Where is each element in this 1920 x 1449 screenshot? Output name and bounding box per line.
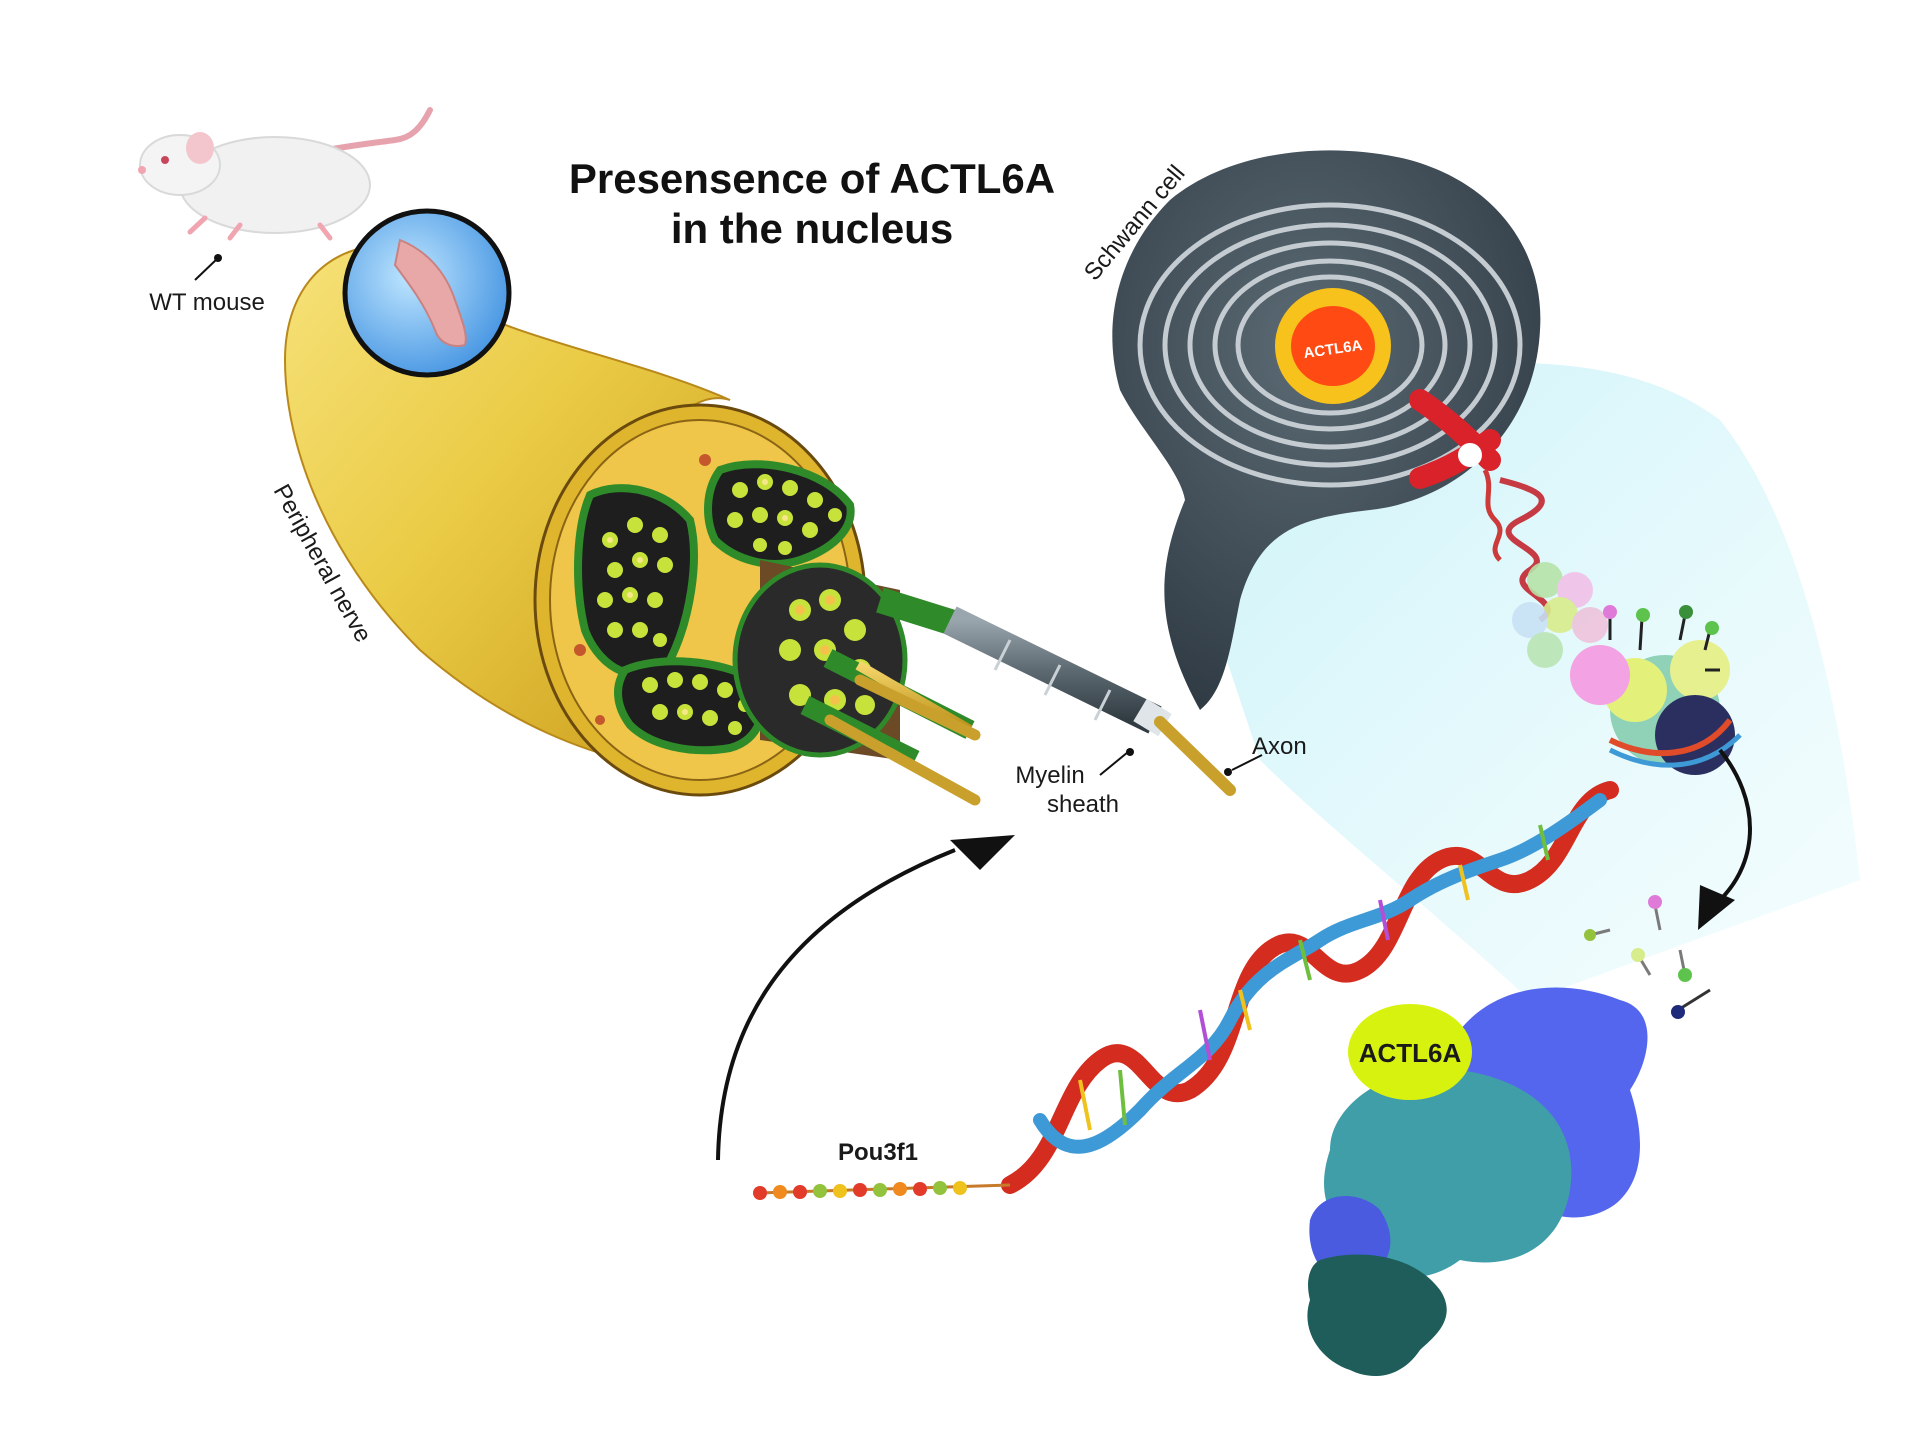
label-gene: Pou3f1 [838, 1139, 918, 1166]
protein-complex-icon [1307, 987, 1648, 1376]
mouse-icon [138, 107, 433, 241]
feedback-arrow [716, 848, 956, 1161]
chromosome-icon [1409, 389, 1503, 562]
schwann-cell [1112, 150, 1541, 711]
label-myelin-line-1: Myelin [1015, 762, 1084, 789]
title-line-1: Presensence of ACTL6A [569, 155, 1055, 202]
chromatin-coil [1499, 477, 1551, 623]
histone-tails [1584, 895, 1711, 1019]
nucleosome-icon [1512, 562, 1742, 775]
complex-label: ACTL6A [1359, 1038, 1462, 1068]
fascicle-cylinder [732, 560, 981, 806]
nucleus-glow [1180, 363, 1860, 1000]
magnifier-icon [342, 208, 512, 378]
feedback-arrowhead [950, 835, 1015, 870]
remodel-arrow [1718, 748, 1752, 902]
remodel-arrowhead [1698, 885, 1735, 930]
dna-helix [1001, 781, 1619, 1194]
label-myelin-line-2: sheath [1047, 791, 1119, 818]
label-wt-mouse: WT mouse [149, 289, 265, 316]
title-line-2: in the nucleus [671, 205, 953, 252]
myelinated-fiber [876, 587, 1236, 796]
mrna-strand [753, 1181, 1011, 1200]
label-axon: Axon [1252, 733, 1307, 760]
